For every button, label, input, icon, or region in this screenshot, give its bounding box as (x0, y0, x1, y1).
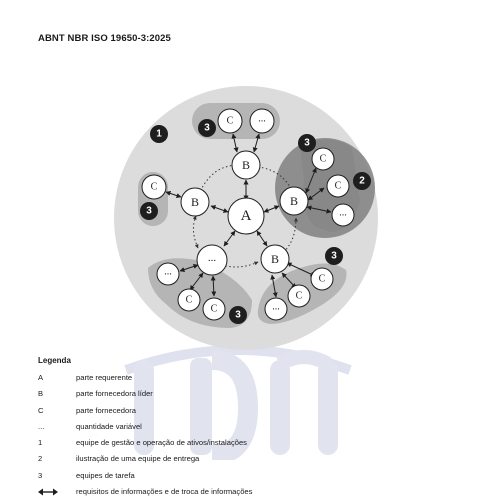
node-c-right-1-label: C (320, 154, 327, 165)
badge-3-top-label: 3 (204, 123, 210, 134)
legend-desc: equipe de gestão e operação de ativos/in… (76, 438, 247, 448)
legend-item: requisitos de informações e de troca de … (38, 486, 478, 502)
legend-desc: equipes de tarefa (76, 470, 135, 480)
legend-desc: parte fornecedora líder (76, 389, 153, 399)
node-c-right-2 (326, 174, 350, 198)
node-c-top-label: C (227, 116, 234, 127)
node-more-bottom-right-label: ... (272, 302, 280, 313)
legend-item: 2 ilustração de uma equipe de entrega (38, 453, 478, 469)
node-c-bottom-right-1-label: C (319, 274, 326, 285)
node-b-bottom-right (260, 244, 290, 274)
legend-desc: parte requerente (76, 373, 133, 382)
node-c-right-2-label: C (335, 181, 342, 192)
node-more-right (331, 203, 355, 227)
node-a-requesting-party (227, 197, 265, 235)
badge-1-label: 1 (156, 129, 162, 140)
node-c-bottom-left-1-label: C (186, 295, 193, 306)
badge-3-top (198, 119, 216, 137)
legend-key: ... (38, 421, 45, 431)
node-b-bottom-right-label: B (271, 252, 279, 266)
node-b-right (279, 186, 309, 216)
legend-key: 1 (38, 438, 43, 448)
node-c-bottom-right-1 (310, 267, 334, 291)
node-c-left-label: C (151, 182, 158, 193)
node-b-left (180, 187, 210, 217)
badge-3-bottom-left-label: 3 (235, 310, 241, 321)
legend-desc: parte fornecedora (76, 405, 136, 415)
dotted-links (192, 163, 298, 268)
legend-desc: quantidade variável (76, 421, 142, 431)
badge-1-asset-team (150, 125, 168, 143)
node-more-bottom-left-child-label: ... (164, 267, 172, 278)
legend-title: Legenda (38, 356, 71, 365)
badge-3-bottom-left (229, 306, 247, 324)
badge-2-delivery-team (353, 172, 371, 190)
solid-links (165, 133, 332, 298)
legend-desc: requisitos de informações e de troca de … (76, 487, 253, 497)
badge-3-bottom-right-label: 3 (331, 251, 337, 262)
legend-item: B parte fornecedora líder (38, 388, 478, 404)
node-c-bottom-left-2-label: C (211, 304, 218, 315)
legend-desc: ilustração de uma equipe de entrega (76, 454, 200, 464)
badge-2-label: 2 (359, 176, 365, 187)
legend-key: B (38, 389, 44, 399)
node-more-top (249, 108, 275, 134)
double-arrow-icon (38, 486, 72, 496)
legend-item: 1 equipe de gestão e operação de ativos/… (38, 437, 478, 453)
node-b-right-label: B (290, 194, 298, 208)
legend-item: ... quantidade variável (38, 421, 478, 437)
legend-item: A parte requerente (38, 372, 478, 388)
node-b-left-label: B (191, 195, 199, 209)
legend-item: 3 equipes de tarefa (38, 470, 478, 486)
node-c-bottom-right-2-label: C (296, 291, 303, 302)
node-more-bottom-right (264, 297, 288, 321)
information-management-diagram: A B B B B ... C ... C C C ... ... C C C (114, 86, 378, 350)
legend-key: A (38, 373, 44, 382)
node-c-top (217, 108, 243, 134)
node-more-top-label: ... (258, 114, 266, 125)
node-b-top-label: B (242, 158, 250, 172)
node-c-right-1 (311, 147, 335, 171)
badge-3-bottom-right (325, 247, 343, 265)
node-more-right-label: ... (339, 208, 347, 219)
badge-3-right (298, 134, 316, 152)
badge-3-right-label: 3 (304, 138, 310, 149)
node-more-bottom-left-label: ... (208, 252, 217, 264)
node-more-bottom-left (196, 244, 228, 276)
node-c-bottom-left-1 (177, 288, 201, 312)
legend: A parte requerente B parte fornecedora l… (38, 372, 478, 502)
node-c-bottom-right-2 (287, 284, 311, 308)
node-c-left (141, 174, 167, 200)
legend-key: 3 (38, 470, 43, 480)
legend-item: C parte fornecedora (38, 405, 478, 421)
node-c-bottom-left-2 (202, 297, 226, 321)
legend-key: C (38, 405, 44, 415)
node-b-top (231, 150, 261, 180)
badge-3-left-label: 3 (146, 206, 152, 217)
standard-header: ABNT NBR ISO 19650-3:2025 (38, 33, 171, 44)
badge-3-left (140, 202, 158, 220)
node-a-label: A (241, 208, 252, 224)
node-more-bottom-left-child (156, 262, 180, 286)
legend-key: 2 (38, 454, 43, 464)
